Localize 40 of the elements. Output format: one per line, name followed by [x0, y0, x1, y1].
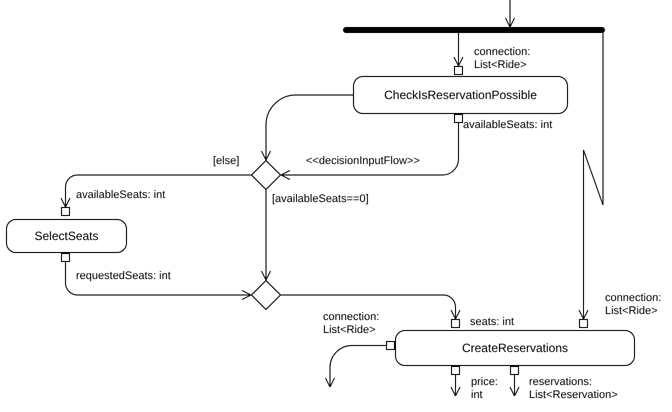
arrow — [505, 0, 515, 28]
arrow — [454, 32, 464, 66]
arrow — [280, 294, 460, 320]
edge-label: [availableSeats==0] — [272, 193, 369, 206]
arrow — [325, 345, 386, 388]
action-name: SelectSeats — [34, 229, 99, 243]
edge-label: <<decisionInputFlow>> — [306, 155, 420, 168]
arrow — [578, 32, 604, 320]
output-pin — [510, 366, 519, 375]
arrow — [65, 262, 252, 300]
pin-label: seats: int — [470, 316, 516, 329]
output-pin — [386, 341, 395, 350]
input-pin — [451, 319, 460, 328]
output-pin — [454, 114, 463, 123]
action-name: CreateReservations — [462, 341, 568, 355]
pin-label: reservations: List<Reservation> — [529, 376, 619, 402]
fork-bar — [343, 27, 605, 33]
pin-label: connection: List<Ride> — [474, 46, 532, 72]
arrow — [280, 122, 459, 180]
input-pin — [61, 207, 70, 216]
pin-label: availableSeats: int — [76, 189, 166, 202]
action-box — [395, 330, 635, 366]
edge-label: [else] — [213, 155, 240, 168]
input-pin — [579, 319, 588, 328]
pin-label: price: int — [471, 376, 499, 402]
pin-label: connection: List<Ride> — [605, 292, 662, 318]
pin-label: availableSeats: int — [463, 119, 554, 132]
output-pin — [451, 366, 460, 375]
arrow — [60, 174, 252, 208]
action-box — [353, 76, 568, 114]
arrow — [261, 190, 271, 280]
arrow — [510, 374, 520, 396]
arrow — [261, 94, 354, 160]
output-pin — [61, 253, 70, 262]
action-name: CheckIsReservationPossible — [384, 88, 537, 102]
pin-label: connection: List<Ride> — [323, 311, 380, 337]
input-pin — [454, 66, 463, 75]
action-box — [6, 219, 127, 253]
pin-label: requestedSeats: int — [76, 270, 172, 283]
arrow — [450, 374, 460, 396]
